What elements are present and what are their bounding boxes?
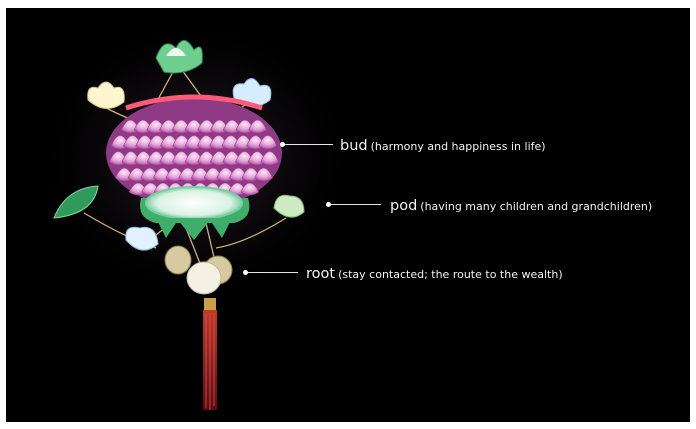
pod-callout-line [331,204,381,205]
pod-annotation: pod(having many children and grandchildr… [390,195,652,214]
bud-term: bud [340,138,368,154]
pod-meaning: (having many children and grandchildren) [420,200,652,213]
root-callout-line [248,272,298,273]
root-meaning: (stay contacted; the route to the wealth… [338,268,563,281]
bud-callout-line [285,144,333,145]
root-term: root [306,266,335,282]
red-tassel [203,298,217,410]
pod-term: pod [390,198,417,214]
bud-annotation: bud(harmony and happiness in life) [340,135,546,154]
lantern-figure: bud(harmony and happiness in life) pod(h… [6,8,690,422]
root-annotation: root(stay contacted; the route to the we… [306,263,563,282]
lotus-lantern-illustration [6,8,690,422]
bud-meaning: (harmony and happiness in life) [371,140,546,153]
